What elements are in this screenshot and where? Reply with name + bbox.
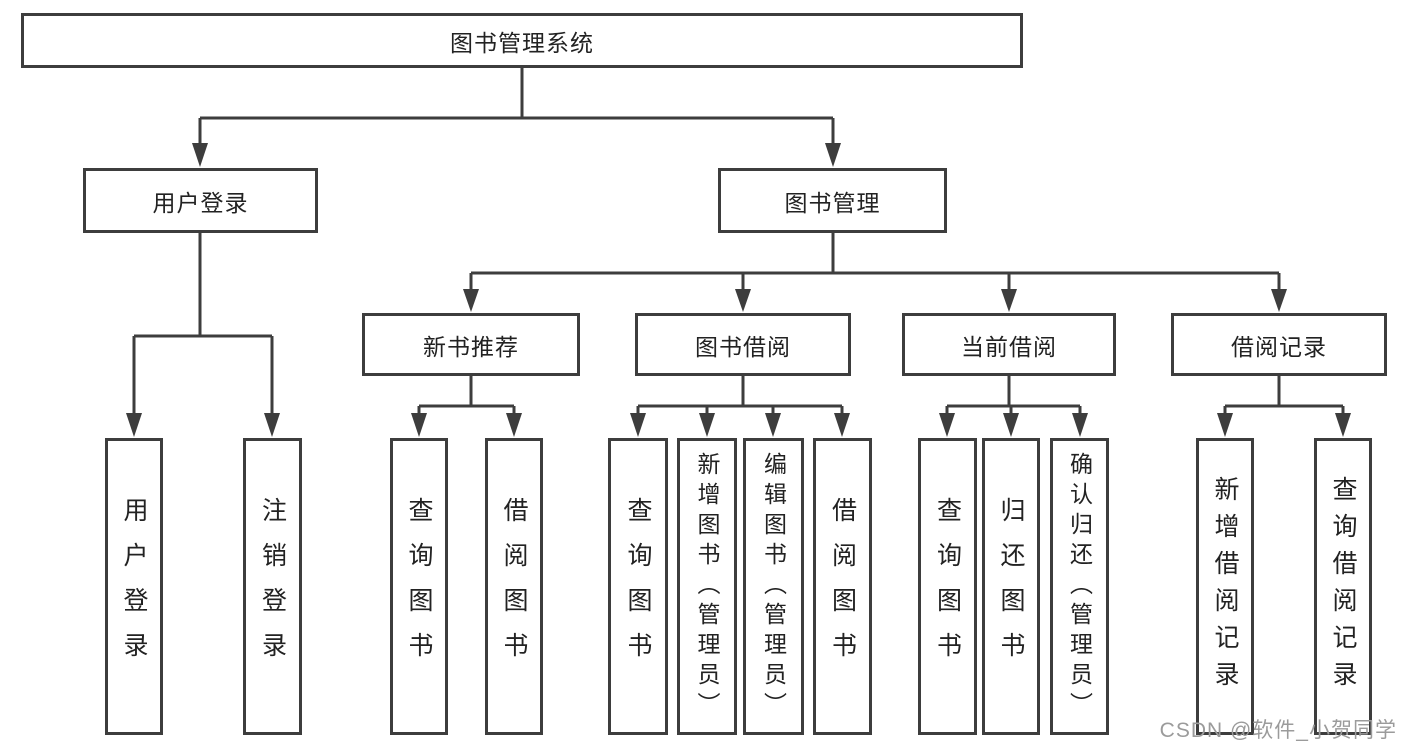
connector-root-to-level2 [192, 68, 841, 167]
connector-borrow-record-children [1217, 376, 1351, 437]
leaf-recommend-query-books: 查询图书 [390, 438, 448, 735]
leaf-user-login: 用户登录 [105, 438, 163, 735]
leaf-borrow-query-books: 查询图书 [608, 438, 668, 735]
connector-new-book-children [411, 376, 522, 437]
leaf-return-book: 归还图书 [982, 438, 1040, 735]
leaf-add-book-admin: 新增图书（管理员） [677, 438, 737, 735]
leaf-current-query-books: 查询图书 [918, 438, 977, 735]
leaf-edit-book-admin: 编辑图书（管理员） [743, 438, 804, 735]
connector-current-borrow-children [939, 376, 1088, 437]
leaf-confirm-return-admin: 确认归还（管理员） [1050, 438, 1109, 735]
node-new-book-recommend: 新书推荐 [362, 313, 580, 376]
leaf-query-borrow-record: 查询借阅记录 [1314, 438, 1372, 735]
leaf-add-borrow-record: 新增借阅记录 [1196, 438, 1254, 735]
node-borrow-records: 借阅记录 [1171, 313, 1387, 376]
leaf-borrow-books: 借阅图书 [813, 438, 872, 735]
connector-book-management-children [463, 233, 1287, 312]
node-root-system: 图书管理系统 [21, 13, 1023, 68]
csdn-watermark: CSDN @软件_小贺同学 [1159, 719, 1397, 742]
node-user-login: 用户登录 [83, 168, 318, 233]
connector-book-borrow-children [630, 376, 850, 437]
node-book-management: 图书管理 [718, 168, 947, 233]
node-current-borrow: 当前借阅 [902, 313, 1116, 376]
leaf-recommend-borrow-books: 借阅图书 [485, 438, 543, 735]
leaf-logout: 注销登录 [243, 438, 302, 735]
node-book-borrow: 图书借阅 [635, 313, 851, 376]
connector-user-login-children [126, 233, 280, 437]
